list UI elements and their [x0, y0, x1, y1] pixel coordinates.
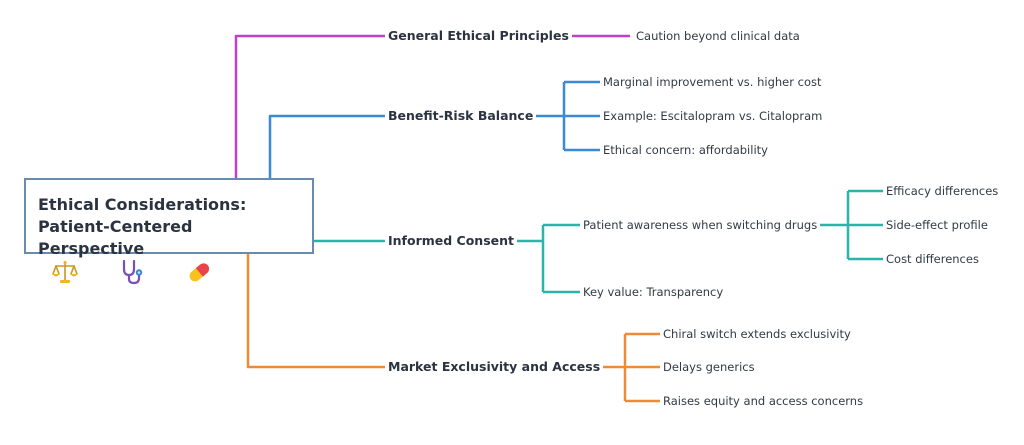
leaf-equity-access-concerns: Raises equity and access concerns — [660, 393, 867, 409]
connector-market — [246, 254, 386, 369]
leaf-label: Caution beyond clinical data — [636, 29, 800, 43]
leaf-label: Raises equity and access concerns — [663, 394, 864, 408]
branch-informed-consent: Informed Consent — [385, 233, 517, 249]
leaf-chiral-switch: Chiral switch extends exclusivity — [660, 326, 854, 342]
connector-consent-grandchildren — [810, 189, 883, 261]
stethoscope-icon — [122, 259, 143, 285]
leaf-label: Chiral switch extends exclusivity — [663, 327, 851, 341]
connector-consent-children — [506, 223, 580, 294]
branch-label: Benefit-Risk Balance — [388, 108, 534, 123]
leaf-label: Marginal improvement vs. higher cost — [603, 75, 822, 89]
leaf-caution-beyond-clinical-data: Caution beyond clinical data — [633, 28, 803, 44]
leaf-efficacy-differences: Efficacy differences — [883, 183, 1002, 199]
leaf-marginal-improvement: Marginal improvement vs. higher cost — [600, 74, 825, 90]
branch-benefit-risk-balance: Benefit-Risk Balance — [385, 108, 537, 124]
branch-general-ethical-principles: General Ethical Principles — [385, 28, 572, 44]
leaf-delays-generics: Delays generics — [660, 359, 758, 375]
leaf-label: Efficacy differences — [886, 184, 999, 198]
leaf-label: Cost differences — [886, 252, 979, 266]
leaf-side-effect-profile: Side-effect profile — [883, 217, 991, 233]
leaf-affordability-concern: Ethical concern: affordability — [600, 142, 771, 158]
leaf-label: Key value: Transparency — [583, 285, 724, 299]
leaf-label: Side-effect profile — [886, 218, 988, 232]
leaf-label: Example: Escitalopram vs. Citalopram — [603, 109, 823, 123]
node-patient-awareness: Patient awareness when switching drugs — [580, 217, 821, 233]
balance-scale-icon — [52, 260, 78, 283]
branch-label: Informed Consent — [388, 233, 514, 248]
connector-general — [234, 34, 386, 178]
connector-market-children — [587, 332, 660, 403]
pill-icon — [189, 263, 210, 282]
root-title: Ethical Considerations: Patient-Centered… — [38, 195, 247, 258]
leaf-label: Ethical concern: affordability — [603, 143, 768, 157]
node-label: Patient awareness when switching drugs — [583, 218, 818, 232]
leaf-escitalopram-example: Example: Escitalopram vs. Citalopram — [600, 108, 826, 124]
branch-label: General Ethical Principles — [388, 28, 569, 43]
connector-benefit-children — [526, 80, 600, 152]
leaf-cost-differences: Cost differences — [883, 251, 982, 267]
root-node: Ethical Considerations: Patient-Centered… — [24, 178, 314, 258]
branch-market-exclusivity-access: Market Exclusivity and Access — [385, 359, 604, 375]
connector-benefit — [268, 114, 386, 178]
branch-label: Market Exclusivity and Access — [388, 359, 601, 374]
leaf-label: Delays generics — [663, 360, 755, 374]
leaf-key-value-transparency: Key value: Transparency — [580, 284, 727, 300]
